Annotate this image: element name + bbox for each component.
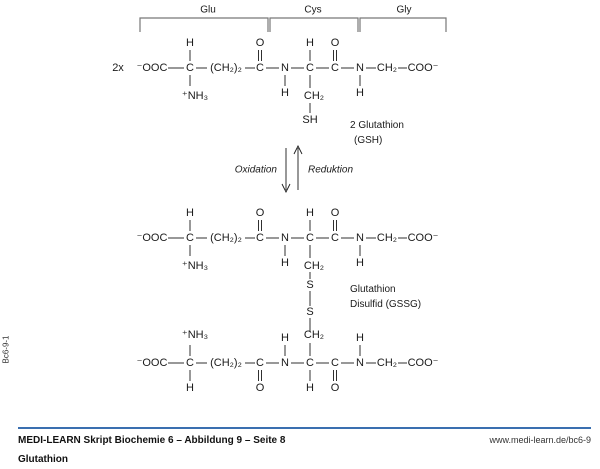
- carboxylate-group: ⁻OOC: [137, 232, 168, 244]
- oxidation-label: Oxidation: [235, 165, 278, 176]
- gsh-label-line2: (GSH): [354, 135, 382, 146]
- methylene-chain: (CH₂)₂: [210, 232, 242, 244]
- carboxylate-group: COO⁻: [408, 232, 439, 244]
- gssg-label-line1: Glutathion: [350, 284, 396, 295]
- oxygen: O: [256, 382, 265, 394]
- carbonyl-carbon: C: [256, 232, 264, 244]
- ammonium-group: ⁺NH₃: [182, 90, 208, 102]
- carboxylate-group: COO⁻: [408, 62, 439, 74]
- figure-code: Bc6-9-1: [1, 335, 11, 364]
- oxygen: O: [256, 37, 265, 49]
- hydrogen: H: [356, 257, 364, 269]
- gsh-label-line1: 2 Glutathion: [350, 120, 404, 131]
- arrow-head-down-icon: [281, 183, 291, 194]
- amide-nitrogen: N: [356, 357, 364, 369]
- footer-subtitle: Glutathion: [18, 454, 68, 465]
- methylene-cys: CH₂: [304, 90, 324, 102]
- methylene-gly: CH₂: [377, 357, 397, 369]
- label-glu: Glu: [200, 5, 216, 16]
- amide-nitrogen: N: [356, 62, 364, 74]
- hydrogen: H: [186, 37, 194, 49]
- footer-title: MEDI-LEARN Skript Biochemie 6 – Abbildun…: [18, 435, 286, 446]
- alpha-carbon-glu: C: [186, 62, 194, 74]
- alpha-carbon-cys: C: [306, 62, 314, 74]
- methylene-chain: (CH₂)₂: [210, 62, 242, 74]
- carbonyl-carbon: C: [331, 62, 339, 74]
- hydrogen: H: [281, 332, 289, 344]
- carboxylate-group: ⁻OOC: [137, 62, 168, 74]
- glutathione-diagram: Glu Cys Gly 2x ⁻OOC C (CH₂)₂ C N C C N CH₂ COO⁻ H ⁺…: [112, 5, 447, 394]
- oxygen: O: [256, 207, 265, 219]
- amide-nitrogen: N: [281, 232, 289, 244]
- hydrogen: H: [281, 257, 289, 269]
- hydrogen: H: [356, 87, 364, 99]
- amide-nitrogen: N: [356, 232, 364, 244]
- sulfur: S: [306, 279, 313, 291]
- amide-nitrogen: N: [281, 62, 289, 74]
- methylene-chain: (CH₂)₂: [210, 357, 242, 369]
- methylene-cys: CH₂: [304, 329, 324, 341]
- arrow-head-up-icon: [293, 144, 303, 155]
- methylene-gly: CH₂: [377, 232, 397, 244]
- alpha-carbon-cys: C: [306, 232, 314, 244]
- hydrogen: H: [306, 382, 314, 394]
- bracket-gly: [359, 17, 447, 32]
- sulfur: S: [306, 306, 313, 318]
- carboxylate-group: ⁻OOC: [137, 357, 168, 369]
- alpha-carbon-cys: C: [306, 357, 314, 369]
- methylene-cys: CH₂: [304, 260, 324, 272]
- oxygen: O: [331, 37, 340, 49]
- ammonium-group: ⁺NH₃: [182, 260, 208, 272]
- alpha-carbon-glu: C: [186, 357, 194, 369]
- hydrogen: H: [186, 382, 194, 394]
- footer-url[interactable]: www.medi-learn.de/bc6-9: [489, 435, 591, 445]
- carboxylate-group: COO⁻: [408, 357, 439, 369]
- ammonium-group: ⁺NH₃: [182, 329, 208, 341]
- hydrogen: H: [306, 207, 314, 219]
- amide-nitrogen: N: [281, 357, 289, 369]
- hydrogen: H: [356, 332, 364, 344]
- thiol-group: SH: [302, 114, 317, 126]
- carbonyl-carbon: C: [256, 62, 264, 74]
- label-gly: Gly: [397, 5, 412, 16]
- carbonyl-carbon: C: [331, 232, 339, 244]
- bracket-glu: [139, 17, 269, 32]
- hydrogen: H: [281, 87, 289, 99]
- carbonyl-carbon: C: [256, 357, 264, 369]
- segment-brackets: Glu Cys Gly: [139, 5, 447, 32]
- alpha-carbon-glu: C: [186, 232, 194, 244]
- gssg-label-line2: Disulfid (GSSG): [350, 299, 421, 310]
- bracket-cys: [269, 17, 359, 32]
- reaction-arrows: Oxidation Reduktion: [235, 144, 353, 194]
- footer-divider: [18, 427, 591, 429]
- carbonyl-carbon: C: [331, 357, 339, 369]
- hydrogen: H: [306, 37, 314, 49]
- oxygen: O: [331, 382, 340, 394]
- oxygen: O: [331, 207, 340, 219]
- multiplier: 2x: [112, 62, 124, 74]
- hydrogen: H: [186, 207, 194, 219]
- methylene-gly: CH₂: [377, 62, 397, 74]
- reduction-label: Reduktion: [308, 165, 353, 176]
- label-cys: Cys: [304, 5, 321, 16]
